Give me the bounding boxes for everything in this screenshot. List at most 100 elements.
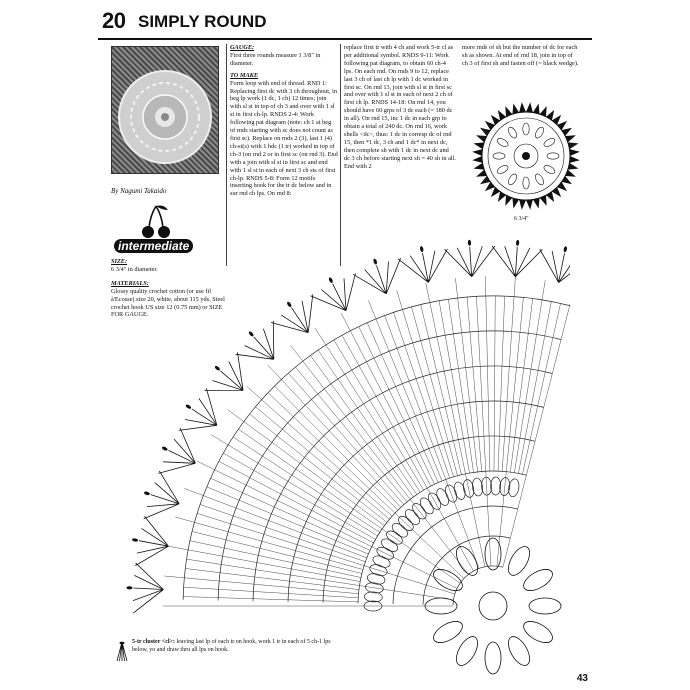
instructions-column-3: more rnds of sh but the number of dc for… <box>462 44 580 86</box>
chart-round <box>183 296 570 600</box>
chart-stitch <box>426 283 485 567</box>
legend-text: 5-tr cluster <cl>: leaving last lp of ea… <box>132 639 332 654</box>
doily-photo-image <box>112 47 218 173</box>
chart-petal <box>485 642 501 674</box>
header-rule <box>98 38 592 40</box>
chart-shell-tip <box>516 240 520 246</box>
chart-loop <box>490 477 500 495</box>
chart-stitch <box>219 461 374 543</box>
chart-stitch <box>310 356 413 497</box>
chart-petal <box>520 617 556 647</box>
chart-stitch <box>183 597 358 602</box>
chart-stitch <box>497 297 523 566</box>
gauge-heading: GAUGE: <box>230 44 338 52</box>
designer-credit: By Nagumi Takaido <box>111 187 166 195</box>
chart-stitch <box>485 276 490 471</box>
doily-photo <box>111 46 219 174</box>
chart-stitch <box>200 504 365 561</box>
chart-stitch <box>185 488 367 557</box>
chart-petal <box>452 633 482 669</box>
chart-stitch <box>503 286 570 567</box>
chart-stitch <box>211 435 378 536</box>
chart-shell-tip <box>420 246 424 253</box>
chart-stitch <box>268 365 401 507</box>
chart-stitch <box>291 345 469 574</box>
chart-stitch <box>476 296 490 566</box>
chart-petal <box>485 538 501 570</box>
chart-stitch <box>510 299 532 473</box>
chart-shell <box>271 294 313 332</box>
to-make-heading: TO MAKE <box>230 72 338 80</box>
chart-stitch <box>211 478 370 550</box>
chart-shell-tip <box>563 246 567 253</box>
chart-loop <box>366 572 386 586</box>
chart-shell <box>540 249 570 283</box>
chart-stitch <box>192 531 362 573</box>
chart-loop <box>371 554 391 570</box>
to-make-text: Form loop with end of thread. RND 1: Rep… <box>230 80 338 199</box>
page-number: 43 <box>577 673 588 684</box>
chart-petal <box>452 543 482 579</box>
chart-stitch <box>518 302 551 474</box>
pattern-number: 20 <box>102 8 125 34</box>
chart-shell-tip <box>161 446 168 451</box>
instructions-text-2: replace first tr with 4 ch and work 5-tr… <box>344 44 456 171</box>
chart-round <box>393 506 518 604</box>
chart-stitch <box>367 323 438 483</box>
chart-stitch <box>342 335 473 571</box>
chart-shell-tip <box>185 404 192 410</box>
chart-stitch <box>522 303 560 474</box>
chart-petal <box>529 598 561 614</box>
chart-shell-tip <box>214 365 221 371</box>
mini-diagram <box>470 100 582 212</box>
chart-stitch <box>184 587 359 598</box>
chart-shell <box>135 516 168 566</box>
pattern-page: 20 SIMPLY ROUND By Nagumi Takaido interm… <box>98 6 592 686</box>
symbol-legend: 5-tr cluster <cl>: leaving last lp of ea… <box>116 639 336 667</box>
chart-petal <box>430 565 466 595</box>
chart-shell <box>492 246 542 277</box>
chart-stitch <box>514 280 545 473</box>
chart-round <box>218 331 561 601</box>
chart-shell <box>158 428 195 473</box>
chart-shell <box>445 246 495 277</box>
chart-shell <box>310 273 355 310</box>
chart-stitch <box>394 312 450 478</box>
instructions-column-2: replace first tr with 4 ch and work 5-tr… <box>344 44 456 244</box>
chart-stitch <box>455 278 477 472</box>
chart-stitch <box>187 559 454 600</box>
chart-stitch <box>439 301 469 473</box>
chart-loop <box>452 481 467 501</box>
chart-petal <box>504 633 534 669</box>
chart-shell-tip <box>373 258 378 265</box>
chart-stitch <box>368 300 442 481</box>
chart-shell <box>133 563 163 613</box>
chart-shell-tip <box>132 538 138 542</box>
chart-shell <box>205 352 244 390</box>
chart-center <box>479 592 507 620</box>
chart-shell-tip <box>328 277 334 284</box>
chart-stitch <box>197 513 455 594</box>
chart-shell <box>398 249 447 283</box>
mini-diagram-caption: 6 3/4" <box>514 216 529 222</box>
cluster-symbol-icon <box>116 641 128 663</box>
legend-label: 5-tr cluster <cl>: <box>132 639 175 645</box>
chart-stitch <box>385 316 479 569</box>
chart-shell-tip <box>248 331 254 338</box>
chart-shell <box>236 321 274 359</box>
chart-stitch <box>164 576 358 594</box>
chart-petal <box>504 543 534 579</box>
header: 20 SIMPLY ROUND <box>98 6 592 36</box>
pattern-title: SIMPLY ROUND <box>138 12 266 32</box>
chart-petal <box>430 617 466 647</box>
chart-stitch <box>228 410 385 526</box>
instructions-text-3: more rnds of sh but the number of dc for… <box>462 44 580 68</box>
chart-loop <box>434 487 451 508</box>
chart-shell-tip <box>468 240 472 246</box>
chart-stitch <box>233 437 380 532</box>
chart-shell <box>179 388 217 430</box>
chart-shell-tip <box>286 301 292 308</box>
chart-stitch <box>341 313 431 486</box>
chart-shell-tip <box>144 491 151 496</box>
chart-round <box>453 566 503 605</box>
